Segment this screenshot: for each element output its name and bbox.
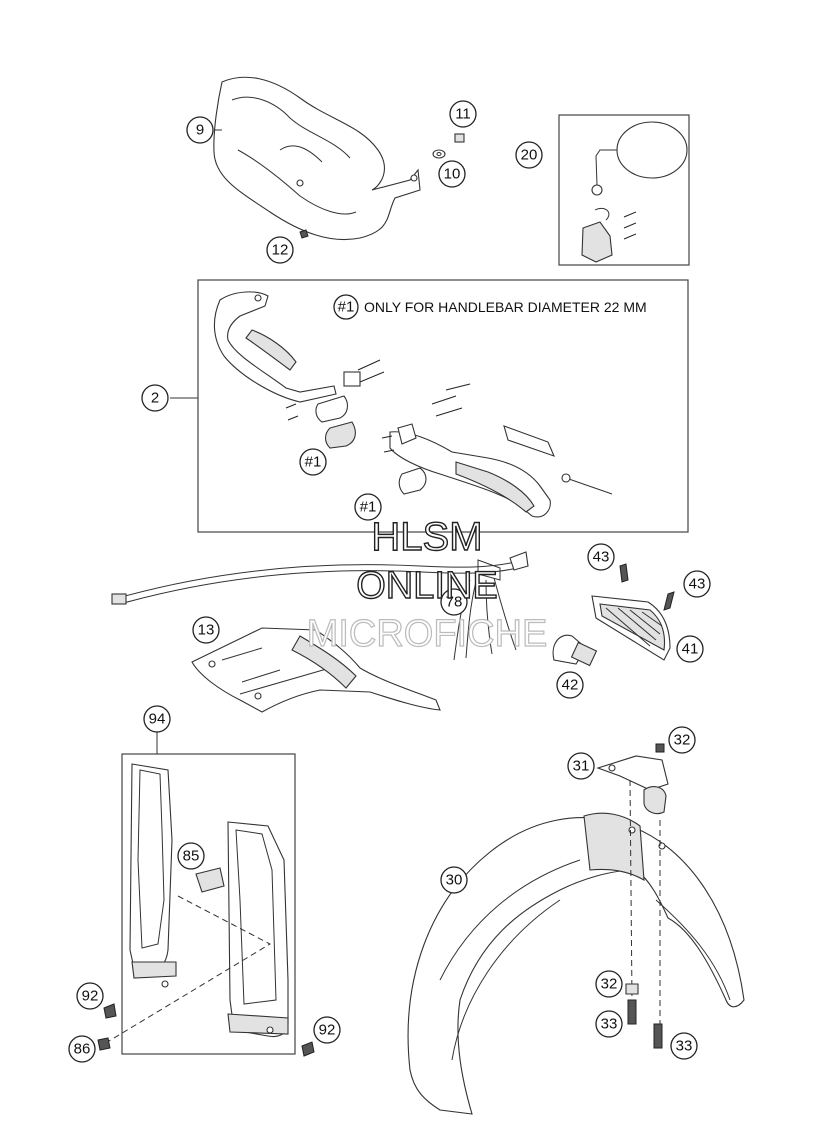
callout-label-11: 11	[455, 106, 471, 123]
callout-9: 9	[186, 116, 214, 144]
tail-bulb-part	[552, 634, 598, 667]
callout-41: 41	[676, 635, 704, 663]
callout-94: 94	[143, 705, 171, 733]
callout-label-32b: 32	[601, 976, 618, 993]
callout-label-33b: 33	[676, 1038, 693, 1055]
handguard-detail-box	[197, 279, 689, 533]
note-callout-label-a: #1	[305, 454, 322, 471]
fork-clip-part	[195, 867, 225, 893]
callout-label-9: 9	[196, 122, 204, 139]
callout-label-92b: 92	[319, 1022, 336, 1039]
front-fender-part	[407, 812, 745, 1115]
watermark: HLSM ONLINE MICROFICHE	[306, 514, 548, 655]
washer-and-nut-parts	[299, 133, 465, 239]
callout-30: 30	[440, 866, 468, 894]
fender-assembly-line-left	[629, 779, 633, 1001]
callout-11: 11	[449, 100, 477, 128]
fork-guard-left-part	[129, 763, 177, 988]
handlebar-note: #1 ONLY FOR HANDLEBAR DIAMETER 22 MM	[333, 294, 647, 320]
callout-label-2: 2	[151, 390, 159, 407]
callout-label-85: 85	[183, 848, 200, 865]
callout-label-10: 10	[444, 166, 461, 183]
callout-label-42: 42	[562, 677, 579, 694]
speedometer-cable-part	[111, 551, 529, 605]
callout-78: 78	[440, 588, 468, 616]
callout-85: 85	[177, 842, 205, 870]
callout-label-31: 31	[573, 758, 590, 775]
note-text: ONLY FOR HANDLEBAR DIAMETER 22 MM	[364, 299, 647, 315]
callout-32b: 32	[595, 970, 623, 998]
note-callout-label-b: #1	[360, 499, 377, 516]
watermark-line-3: MICROFICHE	[307, 613, 548, 655]
callout-label-94: 94	[149, 711, 166, 728]
callout-note-1b: #1	[354, 493, 382, 521]
callout-92b: 92	[313, 1016, 341, 1044]
watermark-line-2: ONLINE	[356, 565, 497, 607]
mirror-detail-box	[558, 114, 690, 266]
callout-33b: 33	[670, 1032, 698, 1060]
callout-label-92a: 92	[82, 988, 99, 1005]
fork-guard-right-part	[227, 821, 289, 1038]
callout-label-41: 41	[682, 641, 699, 658]
callout-43a: 43	[587, 543, 615, 571]
callout-86: 86	[68, 1035, 96, 1063]
callout-10: 10	[438, 160, 466, 188]
callout-20: 20	[515, 141, 543, 169]
callout-32a: 32	[668, 726, 696, 754]
note-marker: #1	[338, 299, 355, 316]
fork-protector-box	[121, 753, 296, 1055]
fender-bolt-parts	[625, 983, 663, 1049]
callout-2: 2	[141, 384, 169, 412]
callout-12: 12	[266, 236, 294, 264]
callout-label-43b: 43	[689, 576, 706, 593]
callout-33a: 33	[595, 1010, 623, 1038]
callout-label-86: 86	[74, 1041, 91, 1058]
fork-screw-parts	[97, 1003, 315, 1057]
callout-13: 13	[192, 616, 220, 644]
handguard-left-part	[213, 291, 385, 449]
wiring-harness-part	[453, 559, 517, 661]
tail-light-part	[591, 563, 675, 661]
callout-label-33a: 33	[601, 1016, 618, 1033]
watermark-line-1: HLSM	[371, 515, 482, 559]
callout-label-20: 20	[521, 147, 538, 164]
callout-label-30: 30	[446, 872, 463, 889]
callout-note-1a: #1	[299, 448, 327, 476]
callout-43b: 43	[683, 570, 711, 598]
headlight-mask-part	[213, 76, 421, 241]
callout-label-78: 78	[446, 594, 463, 611]
rear-fender-part	[191, 627, 441, 713]
callout-label-13: 13	[198, 622, 215, 639]
callout-label-12: 12	[272, 242, 289, 259]
fender-bracket-part	[596, 743, 669, 815]
fork-assembly-line	[103, 895, 272, 1045]
callout-label-32a: 32	[674, 732, 691, 749]
callout-31: 31	[567, 752, 595, 780]
handguard-right-part	[381, 383, 613, 518]
callout-92a: 92	[76, 982, 104, 1010]
callout-42: 42	[556, 671, 584, 699]
callout-label-43a: 43	[593, 549, 610, 566]
mirror-part	[581, 121, 688, 263]
